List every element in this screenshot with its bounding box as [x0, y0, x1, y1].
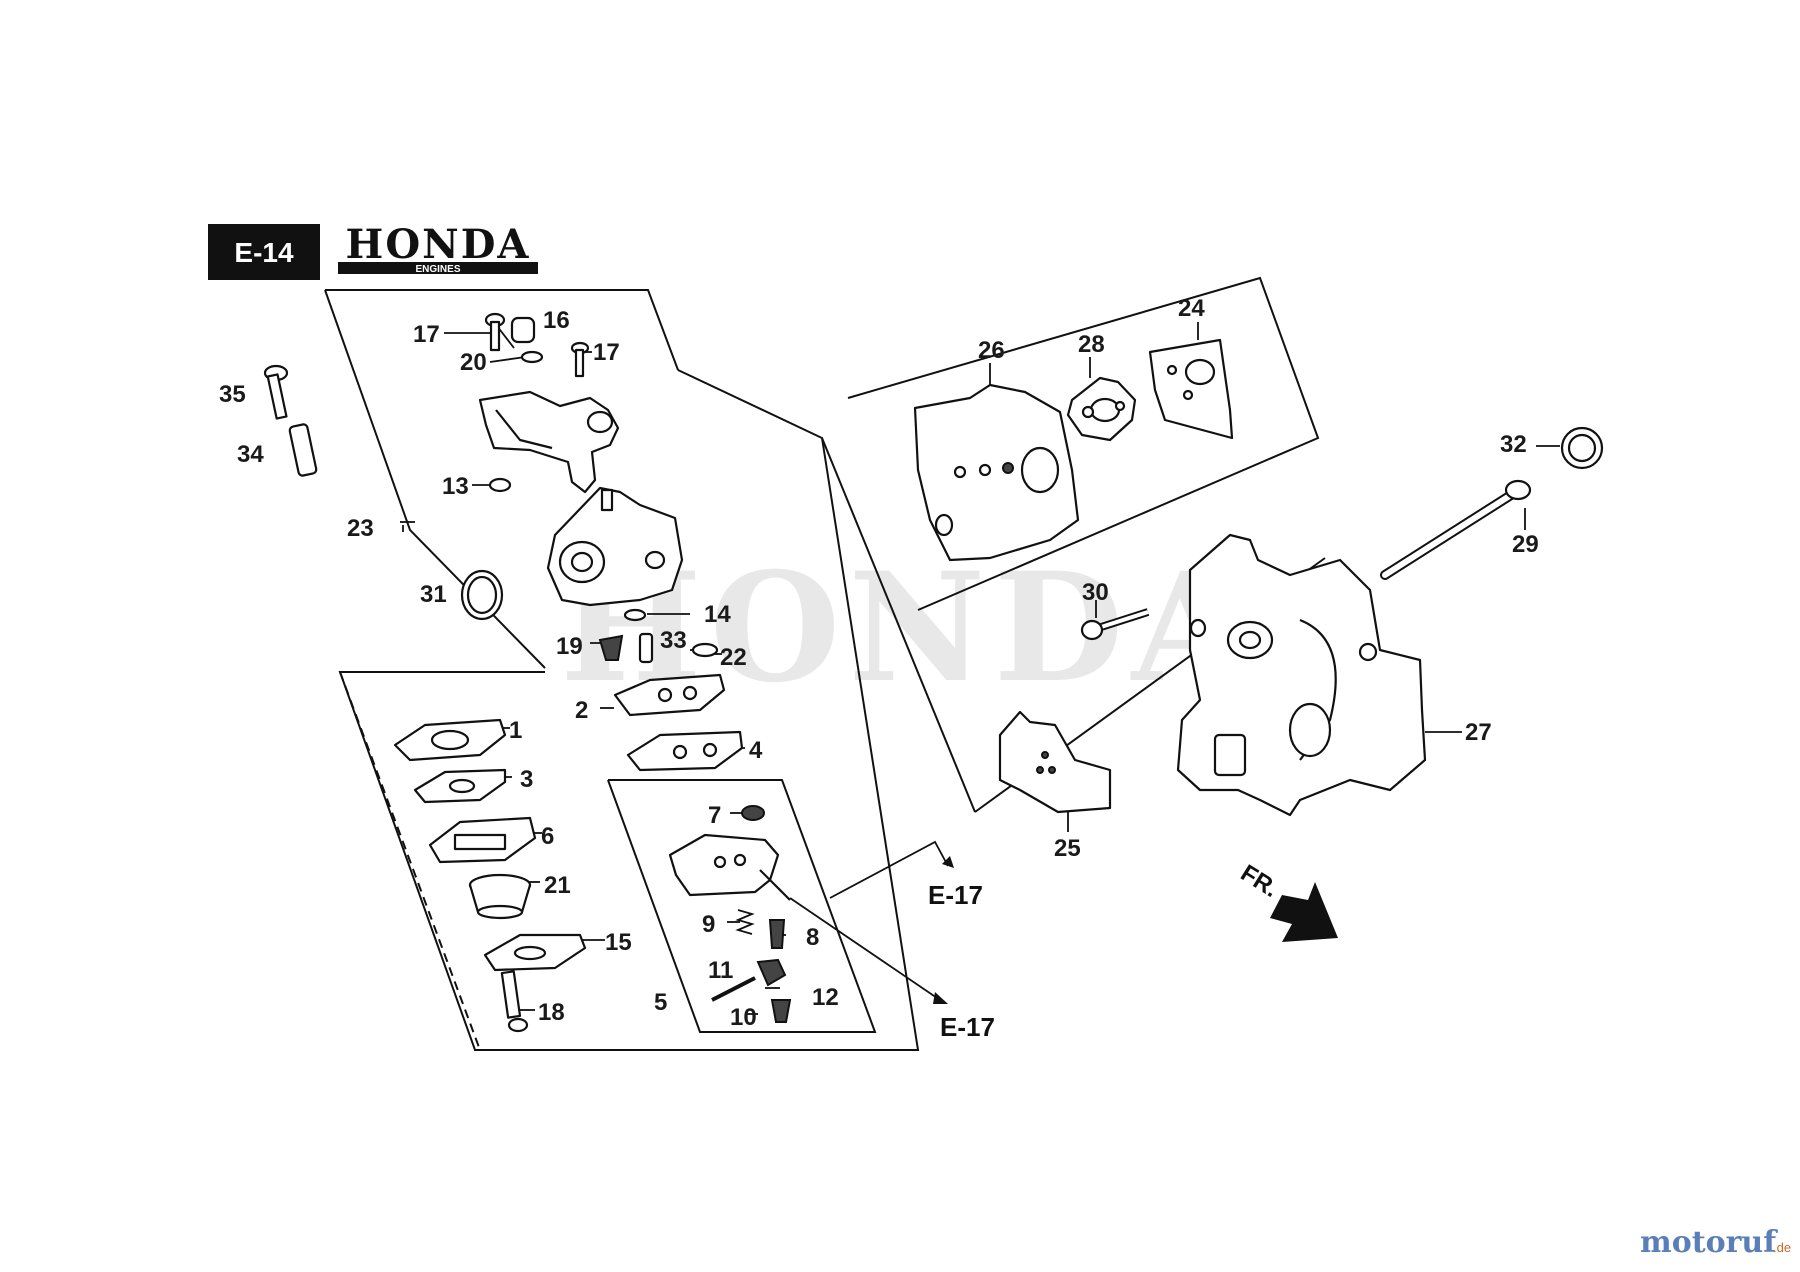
callout-33: 33 [660, 627, 687, 654]
callout-28: 28 [1078, 331, 1105, 358]
callout-16: 16 [543, 307, 570, 334]
callout-6: 6 [541, 823, 554, 850]
callout-24: 24 [1178, 295, 1205, 322]
callout-9: 9 [702, 911, 715, 938]
part-17-screw-a [484, 312, 506, 352]
part-34-collar [288, 423, 318, 477]
callout-3: 3 [520, 766, 533, 793]
part-26-gasket [913, 383, 1080, 562]
cross-ref-e17-upper[interactable]: E-17 [928, 880, 983, 910]
part-3-plate [413, 768, 507, 804]
front-label: FR. [1236, 860, 1283, 903]
part-6-chamber [428, 816, 537, 864]
callout-27: 27 [1465, 719, 1492, 746]
part-10-screw [770, 999, 792, 1023]
part-20-oring [520, 350, 544, 364]
part-21-cup [468, 873, 532, 920]
callout-4: 4 [749, 737, 763, 764]
callout-11: 11 [708, 957, 733, 984]
part-17-screw-b [570, 341, 590, 378]
callout-26: 26 [978, 337, 1005, 364]
section-code: E-14 [234, 237, 294, 268]
site-logo-main: motoruf [1640, 1225, 1778, 1260]
part-28-insulator [1066, 376, 1137, 442]
callout-15: 15 [605, 929, 632, 956]
part-29-long-bolt [1380, 479, 1532, 580]
part-7-cap [741, 805, 765, 821]
callout-35: 35 [219, 381, 246, 408]
site-logo-tld: .de [1773, 1240, 1791, 1255]
callout-7: 7 [708, 802, 721, 829]
brand-sub: ENGINES [415, 264, 460, 275]
callout-34: 34 [237, 441, 264, 468]
brand-name: HONDA [346, 221, 531, 268]
part-25-plate [998, 710, 1112, 814]
part-32-washer [1560, 426, 1604, 470]
part-19-screw [598, 634, 624, 661]
part-22-washer [691, 642, 719, 658]
callout-12: 12 [812, 984, 839, 1011]
part-30-bolt [1080, 608, 1150, 641]
carburetor-body [546, 486, 684, 607]
callout-8: 8 [806, 924, 819, 951]
part-31-gasket [460, 569, 504, 621]
callout-5: 5 [654, 989, 667, 1016]
part-11-pin [711, 976, 756, 1002]
part-8-needle [768, 919, 786, 949]
part-12-clip [756, 958, 787, 987]
callout-17b: 17 [593, 339, 620, 366]
part-35-bolt [263, 364, 289, 420]
part-13-clip [488, 477, 512, 493]
callout-13: 13 [442, 473, 469, 500]
section-badge: E-14 [208, 224, 320, 280]
part-23-throttle-body [478, 390, 620, 494]
callout-30: 30 [1082, 579, 1109, 606]
part-16-cap [510, 316, 536, 344]
callout-25: 25 [1054, 835, 1081, 862]
callout-32: 32 [1500, 431, 1527, 458]
part-24-plate [1148, 338, 1234, 440]
callout-14: 14 [704, 601, 731, 628]
part-2-gasket [613, 673, 726, 717]
part-15-cover [483, 933, 587, 972]
callout-20: 20 [460, 349, 487, 376]
part-14-jet [623, 608, 647, 622]
callout-10: 10 [730, 1004, 757, 1031]
callout-29: 29 [1512, 531, 1539, 558]
part-1-diaphragm [393, 718, 507, 762]
front-direction-indicator: FR. [1236, 860, 1338, 942]
callout-1: 1 [509, 717, 522, 744]
part-4-gasket [626, 730, 744, 772]
part-5-float-bowl [668, 833, 791, 901]
callout-2: 2 [575, 697, 588, 724]
callout-22: 22 [720, 644, 747, 671]
site-logo: motoruf .de [1640, 1225, 1791, 1260]
callout-21: 21 [544, 872, 571, 899]
part-18-bolt [500, 970, 529, 1033]
callout-17a: 17 [413, 321, 440, 348]
callout-31: 31 [420, 581, 447, 608]
honda-logo: HONDA ENGINES [338, 221, 538, 275]
part-9-spring [735, 909, 755, 935]
leader-lines [400, 322, 1560, 1015]
callout-labels: 17 16 17 20 35 34 13 23 31 14 19 33 22 2… [219, 295, 1539, 1031]
cross-ref-e17-lower[interactable]: E-17 [940, 1012, 995, 1042]
part-27-air-cleaner-body [1176, 533, 1427, 817]
callout-19: 19 [556, 633, 583, 660]
part-33-nozzle [638, 632, 654, 664]
callout-18: 18 [538, 999, 565, 1026]
callout-23: 23 [347, 515, 374, 542]
